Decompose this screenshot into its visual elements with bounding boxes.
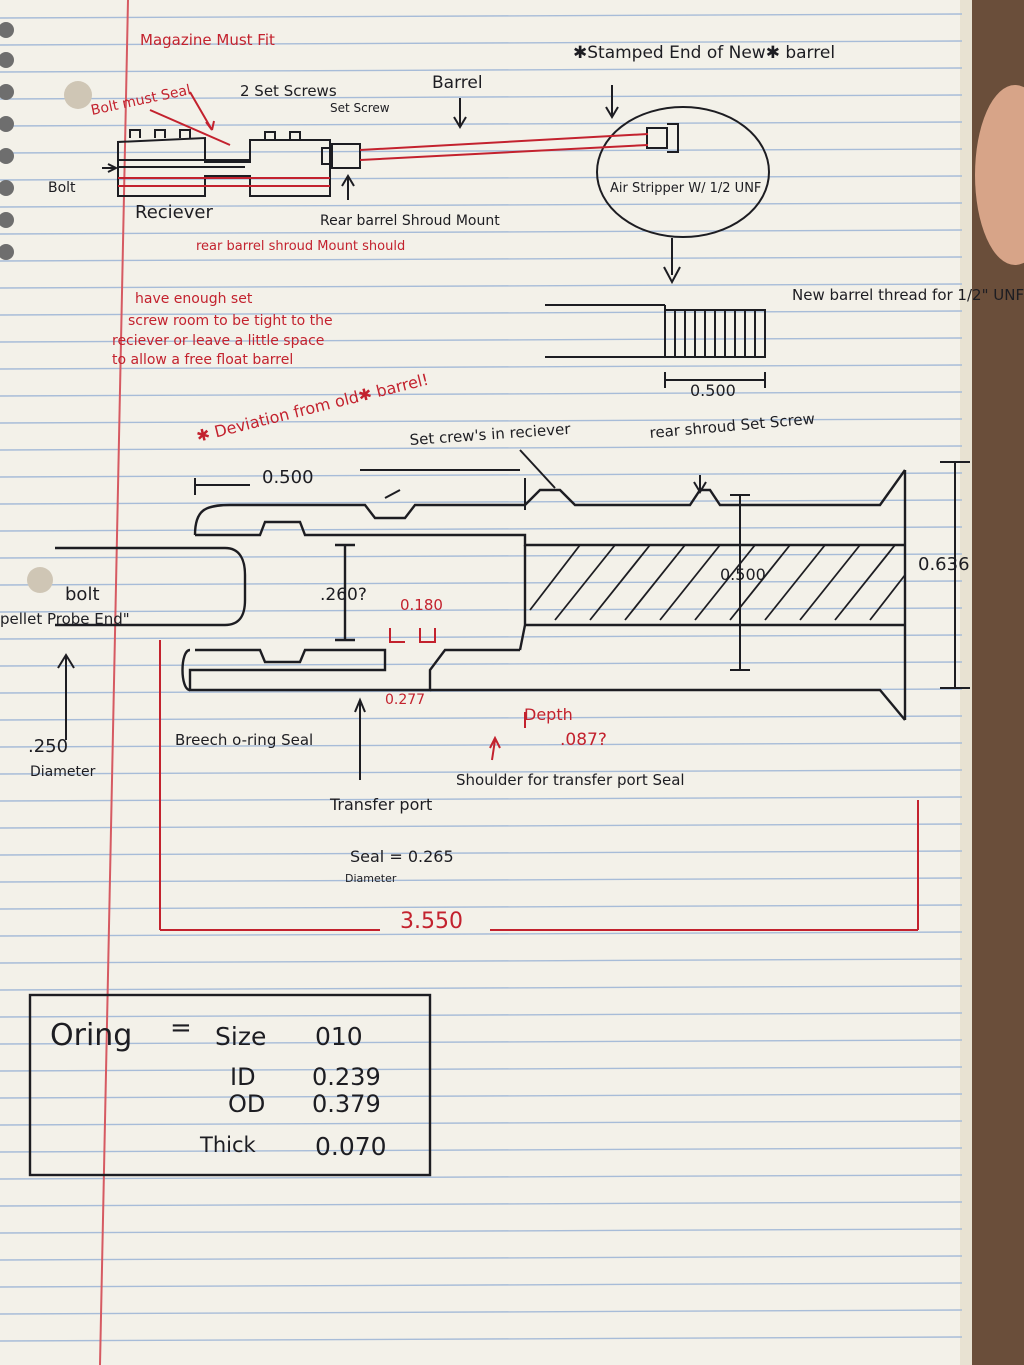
rule-line [0,499,963,505]
rule-line [0,391,963,397]
dimension-lines [57,449,970,780]
shoulder-label: Shoulder for transfer port Seal [456,771,685,789]
receiver-label: Reciever [135,202,213,223]
rule-line [0,148,963,154]
seal-diameter-label: Seal = 0.265 [350,847,454,866]
paper-sheet [0,0,1000,1365]
oring-size-value: 010 [315,1022,363,1051]
bolt-label-top: Bolt [48,180,76,196]
shroud-note-3: screw room to be tight to the [128,313,333,329]
pellet-probe-label: pellet Probe End" [0,610,130,628]
oring-thick-value: 0.070 [315,1132,387,1161]
rear-shroud-label: Rear barrel Shroud Mount [320,213,500,229]
breech-seal-label: Breech o-ring Seal [175,731,313,749]
rule-line [0,1201,963,1207]
oring-box [28,993,432,1177]
spiral-binding [0,22,14,260]
oring-id-label: ID [230,1063,256,1091]
shroud-note-5: to allow a free float barrel [112,352,293,368]
rule-line [0,1228,963,1234]
rule-line [0,1039,963,1045]
rule-line [0,13,963,19]
rule-line [0,1120,963,1126]
rule-line [0,1255,963,1261]
stamped-end-label: ✱Stamped End of New✱ barrel [573,43,835,63]
dim-180: 0.180 [400,596,443,614]
overall-length: 3.550 [400,909,463,934]
rule-line [0,175,963,181]
shroud-note-2: have enough set [135,291,253,307]
rule-line [0,364,963,370]
dim-260: .260? [320,585,367,605]
magazine-note: Magazine Must Fit [140,31,275,49]
rule-line [0,40,963,46]
shroud-note-1: rear barrel shroud Mount should [196,239,405,254]
rule-line [0,1012,963,1018]
rule-line [0,310,963,316]
receiver-outline [117,136,331,197]
rule-line [0,1093,963,1099]
rule-line [0,283,963,289]
rule-line [0,121,963,127]
oring-size-label: Size [215,1022,266,1051]
rule-line [0,553,963,559]
rule-line [0,1066,963,1072]
set-screws-label: 2 Set Screws [240,82,337,100]
diameter-label: Diameter [30,764,96,780]
thumb [975,85,1024,265]
paper-edge [960,0,972,1365]
bolt-label: bolt [65,584,100,605]
rule-line [0,931,963,937]
rule-line [0,94,963,100]
dim-0636: 0.636 [918,554,970,575]
rule-line [0,985,963,991]
rule-line [0,634,963,640]
dim-277: 0.277 [385,692,425,708]
rule-line [0,526,963,532]
set-screw-label: Set Screw [330,101,390,115]
punch-hole-mid [27,567,53,593]
rule-line [0,1282,963,1288]
top-sketch [102,85,770,388]
rule-line [0,580,963,586]
new-barrel-thread-label: New barrel thread for 1/2" UNF [792,286,1024,304]
rule-line [0,607,963,613]
rule-line [0,1336,963,1342]
rule-line [0,958,963,964]
seal-diameter-label-2: Diameter [345,872,397,885]
rule-line [0,445,963,451]
oring-thick-label: Thick [199,1133,257,1157]
barrel-label: Barrel [432,73,483,93]
rule-line [0,202,963,208]
dim-0500-bore: 0.500 [720,565,766,584]
oring-title: Oring [50,1018,132,1053]
oring-od-label: OD [228,1090,265,1118]
oring-equals: = [170,1013,192,1043]
depth-value: .087? [560,730,607,750]
rule-line [0,67,963,73]
rule-line [0,1174,963,1180]
air-stripper-label: Air Stripper W/ 1/2 UNF [610,181,761,196]
shroud-note-4: reciever or leave a little space [112,333,324,349]
oring-od-value: 0.379 [312,1090,381,1118]
rule-line [0,256,963,262]
rule-line [0,337,963,343]
rule-line [0,229,963,235]
barrel-red [118,91,649,187]
dim-0500-top: 0.500 [262,467,314,488]
rule-line [0,418,963,424]
transfer-port-label: Transfer port [329,795,432,814]
punch-hole-top [64,81,92,109]
rule-line [0,1309,963,1315]
rule-line [0,472,963,478]
red-dimension-lines [159,628,919,931]
oring-id-value: 0.239 [312,1063,381,1091]
rule-line [0,1147,963,1153]
margin-line [99,0,129,1365]
thread-length-label: 0.500 [690,381,736,400]
depth-label: Depth [524,705,573,724]
dia-250-label: .250 [28,736,68,757]
